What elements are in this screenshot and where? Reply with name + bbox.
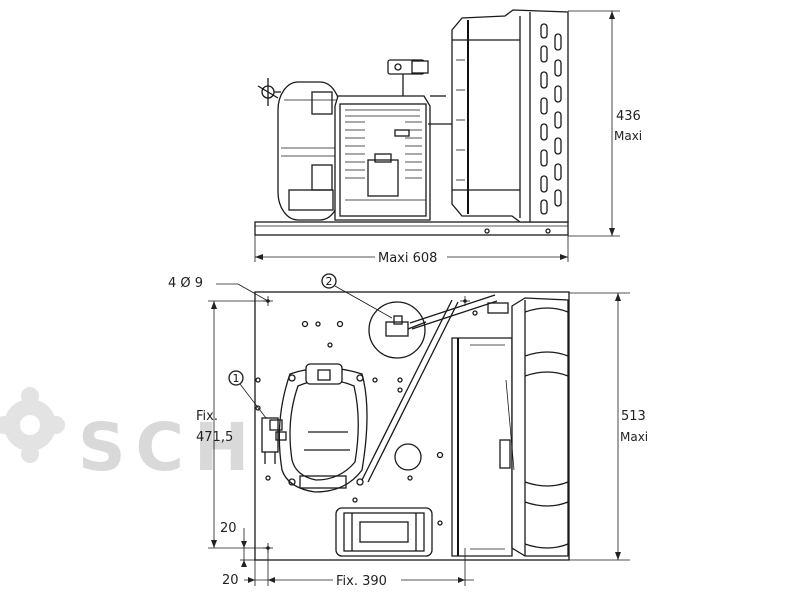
side-view: 436 Maxi Maxi 608	[254, 9, 642, 266]
callout-2: 2	[321, 273, 393, 319]
height-label: Maxi	[614, 129, 642, 143]
depth-label: Maxi	[620, 430, 648, 444]
depth-dimension: 513 Maxi	[569, 292, 648, 561]
callout-1-number: 1	[233, 372, 240, 385]
receiver-top	[394, 443, 422, 471]
holes-annotation: 4 Ø 9	[168, 276, 269, 302]
fan-logo-script	[505, 379, 515, 471]
compressor-side	[257, 78, 341, 221]
electrical-box-top	[335, 507, 433, 557]
condenser-fan-top	[451, 297, 569, 557]
side-base-frame	[254, 221, 569, 236]
pressure-switch-side	[387, 59, 456, 125]
offset-y-value: 20	[220, 521, 237, 536]
fix-width-dimension: 20 Fix. 390	[222, 548, 474, 589]
fix-depth-label: Fix.	[196, 409, 218, 424]
height-dimension: 436 Maxi	[568, 10, 642, 237]
label-plate	[394, 129, 410, 137]
callout-1: 1	[228, 370, 267, 419]
depth-value: 513	[621, 409, 646, 424]
height-value: 436	[616, 109, 641, 124]
offset-x-value: 20	[222, 573, 239, 588]
callout-2-number: 2	[326, 275, 333, 288]
offset-y-dimension: 20	[220, 521, 255, 567]
width-label: Maxi 608	[378, 251, 437, 266]
compressor-top	[278, 363, 368, 493]
fix-depth-value: 471,5	[196, 430, 233, 445]
fix-depth-dimension: Fix. 471,5	[196, 300, 268, 549]
top-view: 1 2 4 Ø 9 513 Maxi	[168, 273, 648, 589]
watermark-logo-icon	[0, 387, 65, 463]
service-valve-top	[261, 417, 287, 464]
electrical-box-side	[334, 95, 431, 221]
holes-label: 4 Ø 9	[168, 276, 203, 291]
width-dimension: Maxi 608	[254, 235, 569, 266]
pressure-switch-top	[368, 301, 427, 359]
condenser-fan-side	[451, 9, 569, 223]
fix-width-label: Fix. 390	[336, 574, 387, 589]
refrigerant-pipe-top	[361, 294, 498, 483]
